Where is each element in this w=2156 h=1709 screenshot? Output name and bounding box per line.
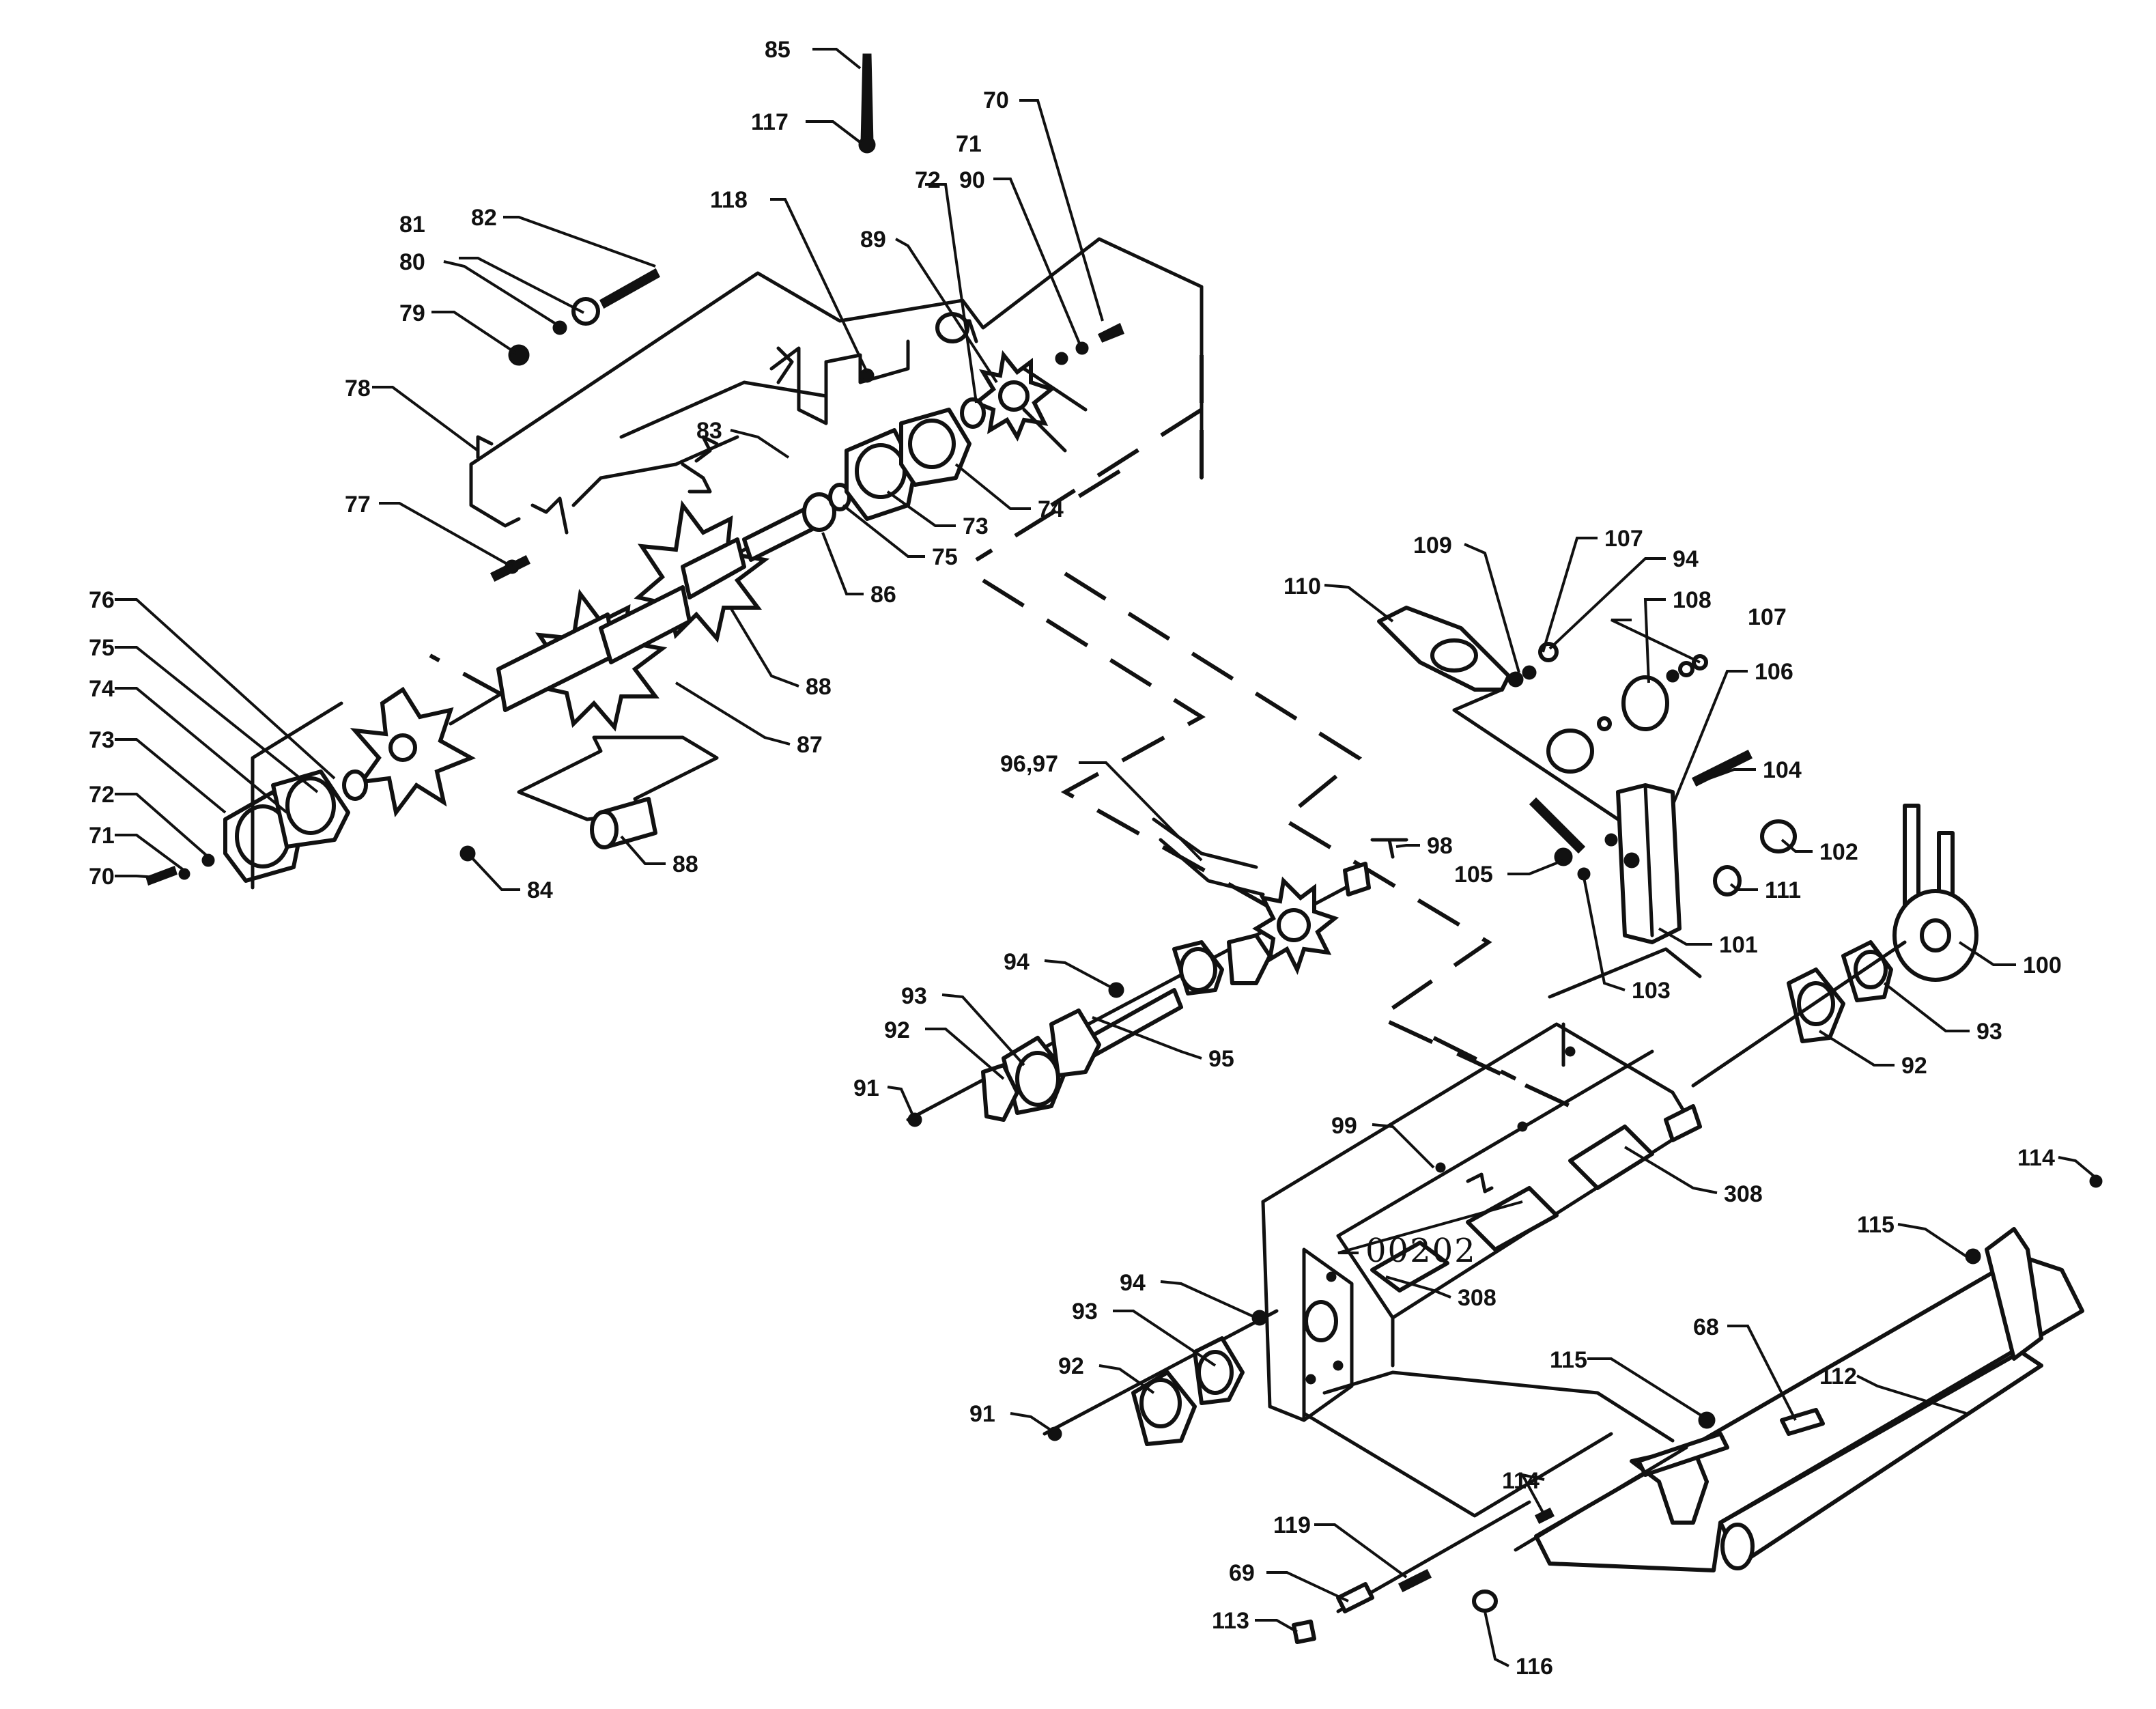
- callout: 93: [1072, 1299, 1098, 1325]
- callout: 90: [959, 167, 985, 193]
- callout: 88: [672, 851, 698, 877]
- callout: 91: [969, 1401, 995, 1427]
- callout: 109: [1413, 533, 1452, 559]
- callout: 75: [89, 635, 115, 661]
- callout: 114: [2017, 1145, 2055, 1171]
- callout: 70: [89, 864, 115, 890]
- callout: 89: [860, 227, 886, 253]
- callout: 93: [901, 983, 927, 1009]
- callout: 74: [1038, 496, 1064, 522]
- handle-grip-68-icon: [1780, 1408, 1825, 1436]
- callout: 92: [884, 1017, 910, 1043]
- callout: 76: [89, 587, 115, 613]
- callout: 79: [399, 300, 425, 326]
- callout: 72: [915, 167, 941, 193]
- callout: 101: [1719, 932, 1758, 958]
- callout: 308: [1724, 1181, 1763, 1207]
- callout: 75: [932, 544, 958, 570]
- callout: 116: [1516, 1654, 1553, 1680]
- callout: 78: [345, 376, 371, 401]
- callout: 71: [89, 823, 115, 849]
- callout: 80: [399, 249, 425, 275]
- left-axle-assembly: [145, 53, 1124, 890]
- callout: 107: [1604, 526, 1643, 552]
- spring-69-icon: [1336, 1582, 1374, 1613]
- callout: 71: [956, 131, 982, 157]
- callout: 105: [1454, 862, 1493, 888]
- callout: 69: [1229, 1560, 1255, 1586]
- callout: 95: [1208, 1046, 1234, 1072]
- callout: 82: [471, 205, 497, 231]
- callout: 91: [853, 1075, 879, 1101]
- callout: 94: [1673, 546, 1699, 572]
- main-frame-99: [1261, 1022, 1702, 1518]
- callout: 81: [399, 212, 425, 238]
- callout: 88: [806, 674, 832, 700]
- callout: 84: [527, 877, 553, 903]
- callout: 103: [1632, 978, 1671, 1004]
- callout: 94: [1120, 1270, 1146, 1296]
- callout-labels: 85 117 70 90 71 72 89 118 82 81 80 79 78…: [89, 37, 2062, 1680]
- callout: 111: [1765, 877, 1801, 903]
- handle-guard-112: [1514, 1174, 2103, 1572]
- callout: 110: [1283, 574, 1321, 599]
- callout: 102: [1819, 839, 1858, 865]
- callout: 308: [1458, 1285, 1497, 1311]
- callout: 72: [89, 782, 115, 808]
- callout: 87: [797, 732, 823, 758]
- callout: 113: [1212, 1608, 1249, 1634]
- callout: 99: [1331, 1113, 1357, 1139]
- drawing-code: 00202: [1365, 1232, 1477, 1270]
- callout: 118: [710, 187, 748, 213]
- callout: 85: [765, 37, 791, 63]
- callout: 107: [1748, 604, 1787, 630]
- callout: 94: [1004, 949, 1030, 975]
- callout: 114: [1502, 1468, 1540, 1494]
- callout: 68: [1693, 1314, 1719, 1340]
- callout: 106: [1755, 659, 1793, 685]
- callout: 115: [1550, 1347, 1587, 1373]
- frame-cutout-308b-icon: [1466, 1186, 1559, 1252]
- callout: 119: [1273, 1512, 1311, 1538]
- center-shaft-assembly: [906, 817, 1408, 1127]
- callout: 70: [983, 87, 1009, 113]
- callout: 96,97: [1000, 751, 1058, 777]
- frame-cutout-308c-icon: [1568, 1125, 1654, 1190]
- callout: 100: [2023, 952, 2062, 978]
- callout: 73: [89, 727, 115, 753]
- callout: 83: [696, 418, 722, 444]
- bottom-linkage: [1292, 1500, 1531, 1644]
- callout: 112: [1819, 1364, 1857, 1389]
- callout: 73: [963, 513, 989, 539]
- leader-lines: [115, 48, 2097, 1667]
- callout: 92: [1058, 1353, 1084, 1379]
- callout: 115: [1857, 1212, 1895, 1238]
- callout: 74: [89, 676, 115, 702]
- callout: 98: [1427, 833, 1453, 859]
- callout: 77: [345, 492, 371, 518]
- callout: 104: [1763, 757, 1802, 783]
- callout: 117: [751, 109, 789, 135]
- callout: 93: [1976, 1019, 2002, 1045]
- callout: 92: [1901, 1053, 1927, 1079]
- belt-tensioner-assembly: [1377, 606, 1978, 1088]
- callout: 108: [1673, 587, 1712, 613]
- assembly-guide-lines: [429, 355, 1572, 1108]
- callout: 86: [870, 582, 896, 608]
